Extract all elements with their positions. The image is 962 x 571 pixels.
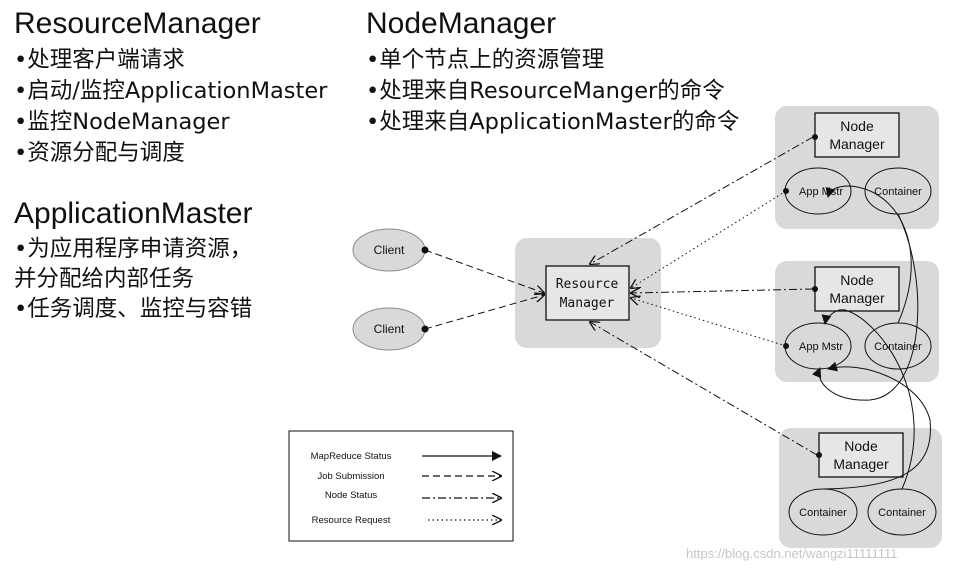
- resource-manager-box: [545, 265, 630, 321]
- nm-item-3: •处理来自ApplicationMaster的命令: [366, 109, 740, 135]
- node-2-nm-line-2: Manager: [829, 290, 885, 306]
- client-2-dot: [421, 325, 429, 333]
- legend-job-submission: Job Submission: [317, 471, 384, 482]
- resource-manager-title: ResourceManager: [14, 7, 261, 40]
- nm-item-2: •处理来自ResourceManger的命令: [366, 78, 725, 104]
- am-1-dot: [783, 188, 789, 194]
- rm-item-3: •监控NodeManager: [14, 109, 230, 135]
- watermark: https://blog.csdn.net/wangzi11111111: [686, 546, 898, 561]
- node-2-left-label: App Mstr: [799, 341, 843, 353]
- client-1-label: Client: [374, 243, 405, 257]
- mr-status-4: [821, 309, 915, 490]
- nm-item-1: •单个节点上的资源管理: [366, 47, 605, 73]
- node-1-nm-line-1: Node: [840, 118, 874, 134]
- node-1-nm-line-2: Manager: [829, 136, 885, 152]
- node-1-right-label: Container: [874, 186, 922, 198]
- rm-item-4: •资源分配与调度: [14, 140, 185, 166]
- node-3-right-label: Container: [878, 507, 926, 519]
- legend-mapreduce-status: MapReduce Status: [311, 451, 392, 462]
- node-3-nm-line-1: Node: [844, 438, 878, 454]
- node-3-nm-line-2: Manager: [833, 456, 889, 472]
- node-manager-title: NodeManager: [366, 7, 557, 40]
- node-status-2: [631, 289, 814, 293]
- nm-2-dot: [812, 286, 818, 292]
- am-item-2: 并分配给内部任务: [14, 266, 195, 292]
- nm-1-dot: [812, 134, 818, 140]
- client-2-label: Client: [374, 322, 405, 336]
- node-2-nm-box: [814, 266, 900, 312]
- am-2-dot: [783, 343, 789, 349]
- node-2-nm-line-1: Node: [840, 272, 874, 288]
- job-submission-1: [424, 249, 544, 293]
- rm-box-line-2: Manager: [560, 296, 615, 311]
- node-1-nm-box: [814, 112, 900, 158]
- mr-status-2: [825, 185, 912, 324]
- node-status-1: [590, 136, 814, 264]
- am-item-3: •任务调度、监控与容错: [14, 296, 253, 322]
- mr-status-3: [822, 361, 931, 490]
- resource-request-1: [631, 190, 787, 288]
- node-3-nm-box: [818, 432, 904, 478]
- am-item-1: •为应用程序申请资源，: [14, 236, 253, 262]
- resource-request-2: [631, 298, 787, 347]
- legend-resource-request: Resource Request: [312, 515, 391, 526]
- node-3-left-label: Container: [799, 507, 847, 519]
- application-master-title: ApplicationMaster: [14, 197, 253, 230]
- node-status-3: [590, 322, 818, 456]
- nm-3-dot: [816, 452, 822, 458]
- legend-node-status: Node Status: [325, 490, 378, 501]
- rm-item-1: •处理客户端请求: [14, 47, 185, 73]
- client-1-dot: [421, 246, 429, 254]
- legend-box: [288, 430, 514, 542]
- job-submission-2: [424, 295, 544, 330]
- rm-box-line-1: Resource: [556, 277, 619, 292]
- mr-status-1: [811, 213, 919, 401]
- rm-item-2: •启动/监控ApplicationMaster: [14, 78, 328, 104]
